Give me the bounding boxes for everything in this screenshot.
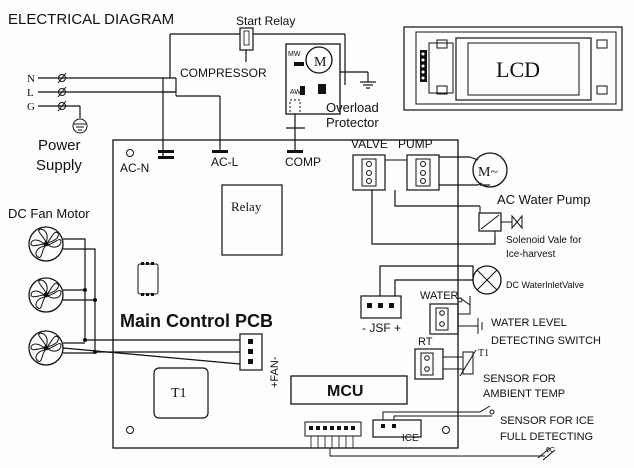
t1-label: T1 xyxy=(171,386,187,401)
ambient-label-1: SENSOR FOR xyxy=(483,373,556,385)
power-supply-label-1: Power xyxy=(38,137,81,154)
relay-label: Relay xyxy=(231,199,262,214)
solenoid-label-1: Solenoid Vale for xyxy=(506,235,582,246)
valve-pump-connectors: VALVE PUMP xyxy=(351,137,496,245)
solenoid-valve: Solenoid Vale for Ice-harvest xyxy=(478,206,582,260)
port-ice: ICE xyxy=(402,433,419,444)
terminal-g-label: G xyxy=(27,101,35,113)
diagram-title: ELECTRICAL DIAGRAM xyxy=(8,11,174,28)
port-valve: VALVE xyxy=(351,137,388,151)
ice-label-1: SENSOR FOR ICE xyxy=(500,415,594,427)
terminal-n-label: N xyxy=(27,73,35,85)
rt-connector: RT T1 SENSOR FOR AMBIENT TEMP xyxy=(414,336,565,400)
ambient-label-2: AMBIENT TEMP xyxy=(483,388,565,400)
fan-3-icon xyxy=(28,330,64,366)
jsf-connector: - JSF + xyxy=(360,265,474,335)
motor-label: M xyxy=(314,55,327,70)
pump-symbol: M~ xyxy=(478,165,498,180)
pump-label: AC Water Pump xyxy=(497,192,590,207)
fan-1-icon xyxy=(28,226,64,262)
compressor-box xyxy=(285,43,341,115)
mcu-label: MCU xyxy=(327,383,363,400)
thermistor-label: T1 xyxy=(478,348,489,359)
mw-label: MW xyxy=(288,51,301,58)
dc-water-inlet-valve: DC WaterInletValve xyxy=(472,265,584,295)
aw-label: AW xyxy=(290,89,301,96)
overload-label-2: Protector xyxy=(326,115,379,130)
power-supply: N L G Power Supply xyxy=(27,72,177,174)
compressor-group: Start Relay COMPRESSOR M MW AW Overload … xyxy=(169,14,379,140)
port-rt: RT xyxy=(418,336,433,348)
power-supply-label-2: Supply xyxy=(36,157,82,174)
compressor-label: COMPRESSOR xyxy=(180,66,267,80)
port-water: WATER xyxy=(420,290,459,302)
ice-connector: ICE SENSOR FOR ICE FULL DETECTING 6C xyxy=(372,405,594,461)
water-level-label-2: DETECTING SWITCH xyxy=(491,335,601,347)
ice-label-2: FULL DETECTING xyxy=(500,431,593,443)
main-pcb: AC-N AC-L COMP Relay Main Control PCB T1… xyxy=(112,95,545,457)
port-pump: PUMP xyxy=(398,137,433,151)
ac-water-pump: M~ AC Water Pump xyxy=(469,152,590,207)
port-comp: COMP xyxy=(285,155,321,169)
inlet-valve-label: DC WaterInletValve xyxy=(506,280,584,290)
overload-label-1: Overload xyxy=(326,100,379,115)
pcb-title: Main Control PCB xyxy=(120,311,273,331)
solenoid-label-2: Ice-harvest xyxy=(506,249,556,260)
ice-small-label: 6C xyxy=(546,447,555,454)
port-jsf: - JSF + xyxy=(362,321,401,335)
compressor-motor-icon xyxy=(305,46,333,74)
start-relay-label: Start Relay xyxy=(236,14,295,28)
port-ac-n: AC-N xyxy=(120,161,149,175)
lcd-label: LCD xyxy=(496,57,540,82)
water-connector: WATER WATER LEVEL DETECTING SWITCH xyxy=(420,290,601,347)
fan-connector xyxy=(239,333,263,371)
port-fan: +FAN- xyxy=(269,356,281,388)
fan-label: DC Fan Motor xyxy=(8,206,90,221)
mcu-box xyxy=(290,375,408,405)
terminal-l-label: L xyxy=(27,87,34,99)
port-ac-l: AC-L xyxy=(211,155,239,169)
water-level-label-1: WATER LEVEL xyxy=(491,317,567,329)
relay-box xyxy=(221,184,283,256)
dc-fan-group: DC Fan Motor +FAN- xyxy=(8,206,281,388)
lcd-module: LCD xyxy=(403,26,623,111)
thermistor-icon xyxy=(462,351,474,375)
fan-2-icon xyxy=(28,277,64,313)
transformer-t1 xyxy=(153,367,209,419)
pump-motor-icon xyxy=(472,152,508,188)
